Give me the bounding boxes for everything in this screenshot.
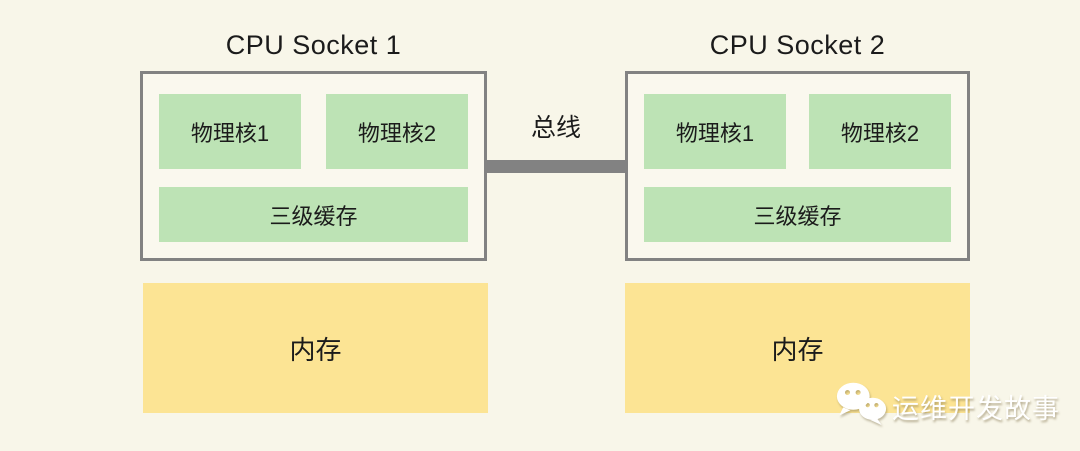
watermark-text: 运维开发故事 — [892, 394, 1060, 424]
socket1-memory: 内存 — [143, 283, 488, 413]
socket2-title: CPU Socket 2 — [709, 30, 886, 60]
socket2-physical-core-1: 物理核1 — [644, 94, 786, 169]
bus-connector-bar — [487, 160, 625, 173]
cpu-socket-2-box: 物理核1 物理核2 三级缓存 — [625, 71, 970, 261]
cpu-socket-1-box: 物理核1 物理核2 三级缓存 — [140, 71, 487, 261]
watermark: 运维开发故事 — [834, 379, 1060, 434]
bus-label: 总线 — [530, 114, 581, 142]
socket1-physical-core-2: 物理核2 — [326, 94, 468, 169]
socket2-physical-core-2: 物理核2 — [809, 94, 951, 169]
socket1-physical-core-1: 物理核1 — [159, 94, 301, 169]
socket1-title: CPU Socket 1 — [225, 30, 402, 60]
socket2-l3-cache: 三级缓存 — [644, 187, 951, 242]
socket2-cores-row: 物理核1 物理核2 — [644, 94, 951, 169]
socket1-l3-cache: 三级缓存 — [159, 187, 468, 242]
socket1-cores-row: 物理核1 物理核2 — [159, 94, 468, 169]
socket2-memory: 内存 — [625, 283, 970, 413]
wechat-icon — [834, 379, 888, 434]
